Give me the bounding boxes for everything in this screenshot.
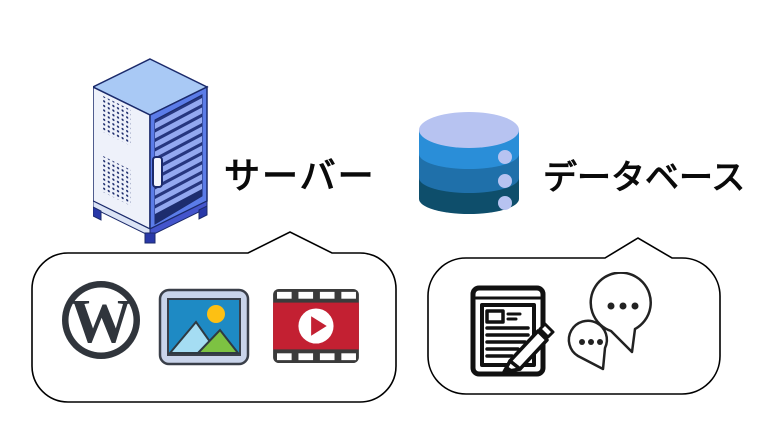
server-rack-icon [93, 58, 209, 244]
document-edit-icon [470, 285, 555, 377]
database-cylinder-icon [419, 112, 519, 214]
images-icon [158, 288, 250, 366]
chat-bubble-small [567, 319, 609, 371]
wordpress-inner-ring [68, 287, 134, 353]
wordpress-w-glyph: W [70, 288, 132, 356]
database-label: データベース [543, 159, 746, 197]
server-label: サーバー [224, 155, 376, 196]
document-title-lines [506, 312, 522, 321]
chat-dots-large [607, 302, 639, 310]
image-mountain-right [195, 328, 241, 354]
server-unit-slats [155, 98, 202, 215]
document-image-box [485, 309, 505, 324]
document-text-lines [485, 326, 530, 358]
db-indicator-dots [498, 150, 512, 210]
server-vent-grids [101, 95, 131, 207]
wordpress-icon: W [62, 281, 140, 359]
chat-bubbles-icon [567, 272, 652, 371]
pencil-glyph [502, 322, 555, 374]
chat-dots-small [579, 339, 603, 345]
video-play-triangle [311, 316, 327, 336]
server-door-handle [152, 156, 163, 188]
video-sprocket-holes [277, 291, 356, 361]
video-icon [273, 288, 359, 364]
server-bottom-grille [155, 189, 202, 224]
image-sun [207, 305, 225, 323]
db-top-ellipse [419, 112, 519, 148]
chat-bubble-large [589, 272, 652, 354]
server-feet [93, 205, 208, 244]
